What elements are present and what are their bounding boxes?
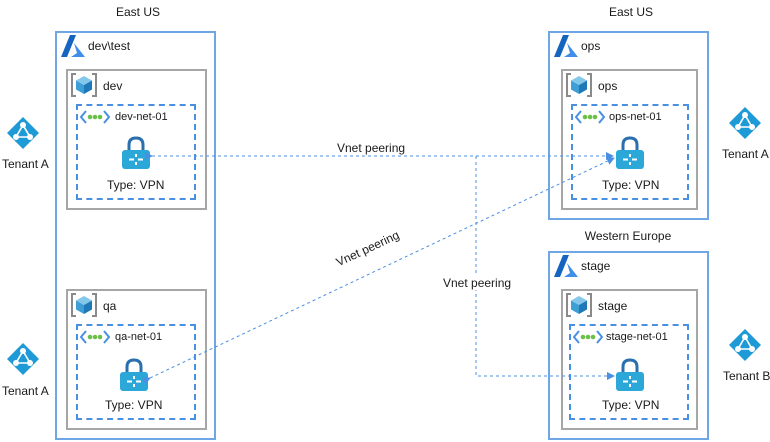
vpn-gateway-icon	[120, 358, 148, 391]
peering-line-ops-stage	[475, 156, 615, 380]
vnet-name-dev: dev-net-01	[115, 111, 168, 123]
vnet-name-stage: stage-net-01	[606, 331, 668, 343]
resource-group-title-dev: dev	[103, 79, 123, 93]
tenant-icon	[7, 117, 39, 149]
resource-group-icon	[71, 293, 97, 317]
resource-group-icon	[566, 73, 592, 97]
virtual-network-icon	[80, 110, 110, 124]
tenant-icon	[729, 107, 761, 139]
tenant-label-left-top: Tenant A	[2, 157, 49, 171]
resource-group-icon	[71, 73, 97, 97]
azure-icon	[61, 35, 85, 57]
tenant-label-left-bottom: Tenant A	[2, 384, 49, 398]
peering-label-dev-ops: Vnet peering	[336, 141, 407, 155]
tenant-icon	[729, 329, 761, 361]
peering-line-qa-ops	[141, 157, 615, 385]
resource-group-title-ops: ops	[598, 79, 618, 93]
subscription-title-ops: ops	[581, 39, 601, 53]
tenant-label-right-top: Tenant A	[722, 147, 769, 161]
tenant-icon	[7, 343, 39, 375]
vpn-gateway-icon	[616, 136, 644, 169]
vpn-gateway-icon	[616, 358, 644, 391]
vnet-gateway-type-qa: Type: VPN	[105, 398, 163, 412]
resource-group-title-qa: qa	[103, 299, 117, 313]
virtual-network-icon	[575, 110, 605, 124]
vnet-name-ops: ops-net-01	[609, 111, 662, 123]
vnet-gateway-type-ops: Type: VPN	[602, 178, 660, 192]
peering-label-ops-stage: Vnet peering	[442, 276, 513, 290]
region-label-east-us-right: East US	[608, 5, 653, 19]
azure-icon	[554, 35, 578, 57]
vnet-gateway-type-stage: Type: VPN	[602, 398, 660, 412]
tenant-label-right-bottom: Tenant B	[723, 369, 770, 383]
region-label-east-us-left: East US	[115, 5, 160, 19]
virtual-network-icon	[80, 330, 110, 344]
subscription-title-devtest: dev\test	[88, 39, 131, 53]
